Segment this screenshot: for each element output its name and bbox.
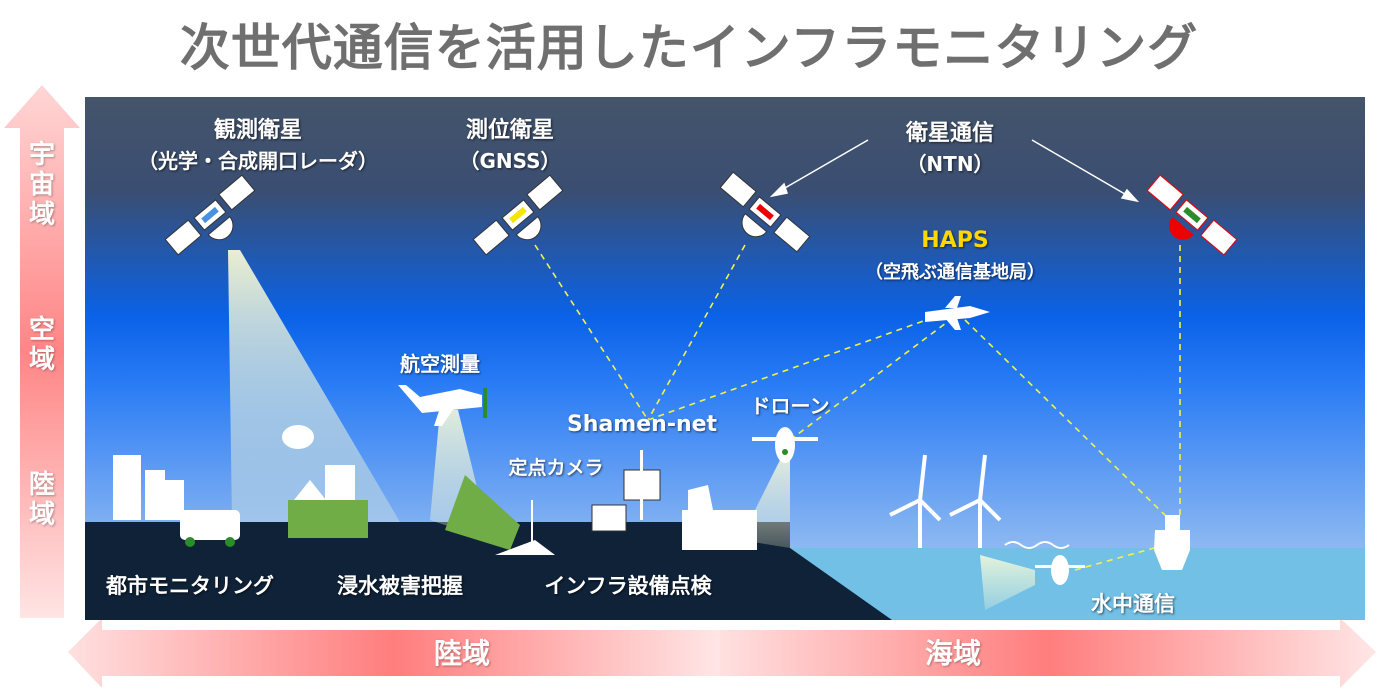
comm-satellite-icon <box>719 171 811 253</box>
horizontal-label-sea: 海域 <box>924 637 982 670</box>
ship-icon <box>1154 515 1190 570</box>
horizontal-axis-arrow-land <box>68 618 720 688</box>
positioning-satellite-icon <box>472 174 564 256</box>
label-observation-satellite: 観測衛星 <box>213 118 303 143</box>
wave-icon <box>1004 541 1070 549</box>
label-shamen-net: Shamen-net <box>566 412 718 437</box>
vertical-axis-arrow <box>4 85 80 618</box>
label-satellite-comm: 衛星通信 <box>905 121 995 146</box>
horizontal-axis-arrow-sea <box>720 618 1376 688</box>
city-buildings-icon <box>113 455 240 547</box>
wind-turbines-icon <box>889 454 1002 548</box>
label-positioning-satellite-sub: （GNSS） <box>459 149 561 173</box>
label-drone: ドローン <box>750 394 830 418</box>
label-positioning-satellite: 測位衛星 <box>465 118 555 143</box>
label-observation-satellite-sub: （光学・合成開口レーダ） <box>138 149 378 173</box>
communication-links <box>534 244 1181 571</box>
vertical-label-land: 陸域 <box>28 470 55 530</box>
comm-satellite-red-icon <box>1146 174 1238 256</box>
label-underwater-comm: 水中通信 <box>1091 592 1175 616</box>
survey-plane-icon <box>398 385 487 426</box>
fixed-camera-icon <box>591 450 661 532</box>
drone-icon <box>752 427 818 463</box>
label-flood-damage: 浸水被害把握 <box>337 574 463 598</box>
sea <box>790 548 1365 620</box>
ntn-arrows <box>769 139 1140 203</box>
label-infra-inspection: インフラ設備点検 <box>544 574 712 598</box>
underwater-drone-icon <box>1035 555 1085 585</box>
page-title: 次世代通信を活用したインフラモニタリング <box>179 19 1199 77</box>
label-haps-sub: （空飛ぶ通信基地局） <box>865 262 1045 283</box>
horizontal-label-land: 陸域 <box>433 637 491 670</box>
underwater-drone-beam <box>980 555 1035 610</box>
landslide-icon <box>445 475 555 555</box>
damaged-building-icon <box>682 485 757 550</box>
label-fixed-camera: 定点カメラ <box>508 457 604 479</box>
label-aerial-survey: 航空測量 <box>400 352 480 376</box>
haps-plane-icon <box>925 296 990 330</box>
observation-satellite-icon <box>164 174 256 256</box>
vertical-label-space: 宇宙域 <box>28 140 55 230</box>
label-urban-monitoring: 都市モニタリング <box>106 574 274 598</box>
satellite-beam <box>228 250 400 522</box>
vertical-label-air: 空域 <box>28 315 55 375</box>
flood-icon <box>282 425 368 538</box>
label-haps: HAPS <box>921 228 989 253</box>
label-satellite-comm-sub: （NTN） <box>906 152 994 176</box>
